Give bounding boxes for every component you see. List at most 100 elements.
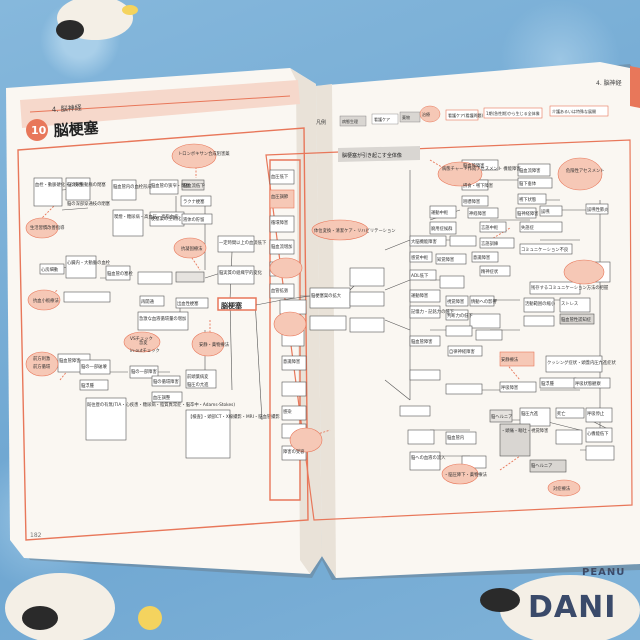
- rnode-29: 視覚障害: [447, 298, 465, 305]
- rnode-9: 運動中枢: [431, 209, 449, 216]
- node-n8: 生活習慣改善指導: [30, 224, 65, 231]
- node-n13: 心房細動: [41, 266, 59, 273]
- legend-item-0: 病態生理: [342, 118, 358, 124]
- node-n30: 脳の一部障害: [131, 368, 157, 375]
- rnode-41: 心機能低下: [587, 430, 609, 437]
- rnode-32: 安静療法: [501, 356, 519, 363]
- legend-item-5: 1期(急性期)から生じる全体像: [486, 110, 540, 116]
- rnode-20: 残存するコミュニケーション方法の把握: [531, 284, 609, 291]
- rnode-31: 情動への影響: [471, 298, 497, 305]
- node-n29: 脳の一部破壊: [81, 363, 107, 370]
- blanket-brand-text: DANI: [528, 590, 617, 625]
- rnode-34: 自律神経障害: [449, 348, 475, 355]
- rnode-37: 脳圧亢進: [521, 410, 539, 417]
- node-n15: 脳血管の塞栓: [107, 270, 133, 277]
- node-n38: 既往歴の有無(TIA・心疾患・糖尿病・脂質異常症・脳卒中・Adams-Stoke…: [87, 401, 235, 408]
- rnode-42: 死亡: [557, 410, 566, 417]
- snoopy-print-bottomright: [480, 575, 640, 640]
- rnode-5: 摂食・嚥下障害: [463, 182, 494, 189]
- node-n31: 脳浮腫: [81, 382, 95, 389]
- node-n11: 梗塞巣の空洞化: [151, 215, 182, 222]
- rnode-21: 大脳機能障害: [411, 238, 437, 245]
- rnode-19: 言語訓練: [481, 240, 499, 247]
- rnode-49: 対症療法: [553, 485, 571, 492]
- rnode-61: 障害の受容: [283, 448, 305, 455]
- legend-item-1: 看護ケア: [374, 116, 390, 122]
- rnode-58: ストレス: [561, 301, 578, 307]
- header-box: 脳梗塞が引き起こす全体像: [342, 152, 402, 159]
- node-n5: 脳血流低下: [183, 182, 205, 189]
- node-n26: VSチェック: [130, 336, 153, 342]
- rnode-23: 知覚障害: [437, 256, 455, 263]
- node-n2: 脳の栄養動脈の閉塞: [67, 181, 106, 188]
- rnode-17: 失語症: [521, 224, 535, 231]
- legend-item-2: 薬物: [402, 114, 410, 120]
- rnode-38: クッシング症状・頭蓋内圧亢進症状: [547, 359, 616, 366]
- legend-item-3: 治療: [422, 111, 430, 117]
- rnode-35: 呼吸障害: [501, 384, 519, 391]
- node-n7: ラクナ梗塞: [183, 198, 205, 205]
- rnode-46: 脳ヘルニア: [491, 413, 512, 420]
- node-n22: 出血性梗塞: [177, 300, 199, 307]
- rnode-6: 脳下垂体: [519, 180, 537, 187]
- rnode-22: 感覚中枢: [411, 254, 429, 261]
- rnode-53: 脳血流増加: [271, 243, 292, 250]
- node-n34: 血圧調整: [153, 394, 171, 401]
- blanket-brand-text-small: PEANU: [582, 567, 626, 578]
- snoopy-print-topleft: [56, 0, 138, 40]
- node-n20: 脳実質の組織学的変化: [219, 269, 263, 276]
- right-section-label: 4. 脳神経: [596, 79, 622, 87]
- left-section-label: 4. 脳神経: [52, 103, 82, 114]
- rnode-36: 脳ヘルニア: [531, 462, 552, 469]
- rnode-24: 脳梗塞巣の拡大: [311, 292, 342, 299]
- node-n27: in-outチェック: [130, 348, 160, 354]
- rnode-13: 誤嚥性肺炎: [587, 206, 609, 213]
- rnode-44: 脳血管内: [447, 434, 464, 441]
- node-n12: 液体の貯留: [183, 216, 204, 223]
- rnode-50: 血圧低下: [271, 173, 289, 180]
- rnode-16: 言語中枢: [481, 224, 499, 231]
- node-n39: 【検査】・頭部CT・X線撮影・MRI・脳血管撮影: [188, 413, 280, 420]
- chapter-number: 10: [31, 124, 47, 137]
- node-n14: 心臓内・大動脈の血栓: [67, 259, 111, 266]
- rnode-10: 神経障害: [469, 210, 487, 217]
- rnode-39: 呼吸状態観察: [575, 380, 601, 387]
- node-n10: 喫煙・糖尿病・高血圧・高脂血症: [114, 213, 179, 220]
- left-page-number: 182: [30, 532, 42, 539]
- rnode-11: 脳神経障害: [517, 210, 539, 217]
- node-n17: 抗凝固療法: [181, 245, 203, 252]
- rnode-8: 嚥下状態: [519, 196, 537, 203]
- node-n28: 脳血管障害: [59, 357, 81, 364]
- node-n37: 前方循環: [33, 363, 51, 370]
- rnode-59: 脳血管性認知症: [561, 316, 592, 323]
- rnode-1: 病態チャート作成アセスメント 機能障害: [442, 165, 521, 172]
- rnode-4: 脳血流障害: [519, 167, 541, 174]
- node-n24: 急変: [139, 339, 148, 346]
- node-n32: 脳の循環障害: [153, 378, 179, 385]
- node-n33: 前頭葉病変: [187, 373, 209, 380]
- rnode-54: 血管拡張: [271, 287, 289, 294]
- node-n21: 再開通: [141, 298, 155, 305]
- rnode-7: 咀嚼障害: [463, 198, 481, 205]
- rnode-2: 脳血管障害: [463, 162, 485, 169]
- rnode-56: 感染: [283, 408, 292, 415]
- rnode-60: 活動範囲の縮小: [525, 300, 556, 307]
- rnode-30: 判断力の低下: [447, 312, 473, 319]
- node-n23: 急激な血液循環量の増加: [139, 315, 186, 322]
- chapter-title: 脳梗塞: [53, 119, 100, 140]
- rnode-26: 精神症状: [481, 268, 499, 275]
- legend-item-4: 看護ケア(看護問題): [448, 112, 484, 118]
- rnode-52: 循環障害: [271, 219, 289, 226]
- rnode-57: 運動障害: [411, 292, 429, 299]
- rnode-55: 意識障害: [283, 358, 301, 365]
- legend-item-6: 介護あるいは特殊な展開: [552, 108, 596, 114]
- rnode-3: 危険性アセスメント: [566, 167, 605, 174]
- node-n16: 脳梗塞: [220, 301, 243, 310]
- rnode-27: ADL低下: [411, 272, 429, 279]
- node-n9: 脳の深部穿通枝の閉塞: [67, 200, 111, 207]
- rnode-45: 脳への血液の流入: [411, 454, 446, 461]
- rnode-15: 廃用症候群: [431, 225, 453, 232]
